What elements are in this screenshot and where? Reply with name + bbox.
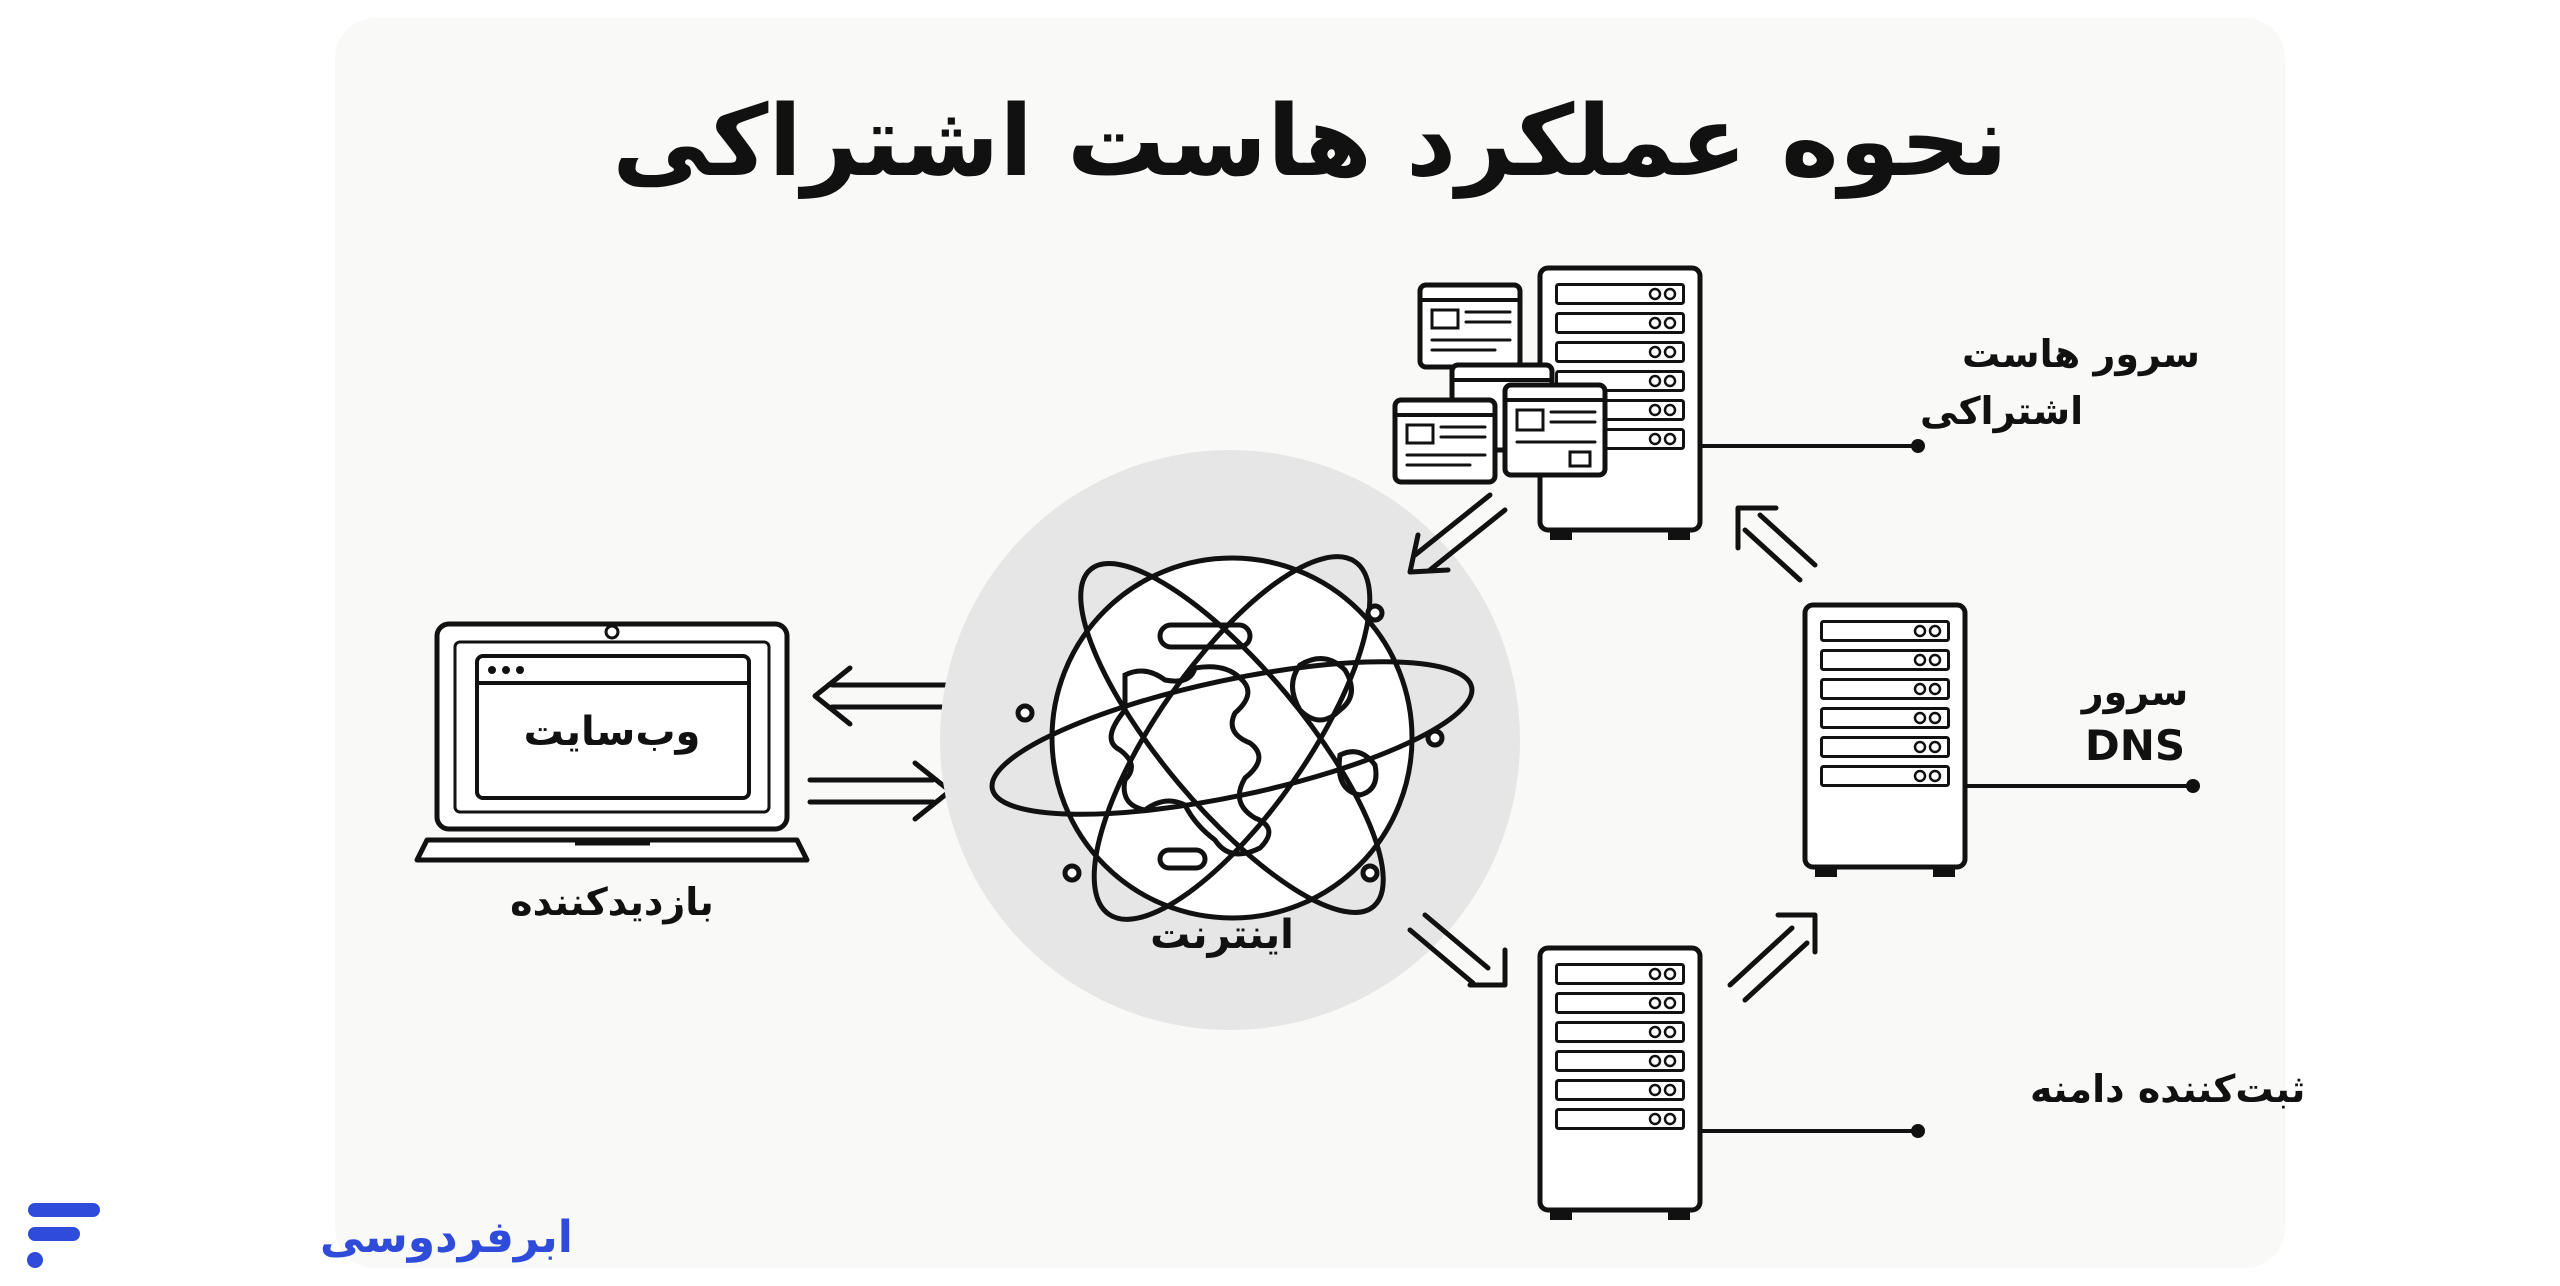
browser-dot-icon <box>488 666 496 674</box>
brand-logo: ابرفردوسی <box>27 1203 573 1268</box>
brand-name: ابرفردوسی <box>320 1212 573 1263</box>
arrow-internet-to-visitor <box>812 665 958 727</box>
registrar-connector-dot <box>1911 1124 1925 1138</box>
arrow-internet-to-registrar <box>1407 912 1508 988</box>
website-windows-stack <box>1392 282 1608 485</box>
globe-icon <box>989 554 1475 922</box>
registrar-label: ثبت‌کننده دامنه <box>2030 1067 2305 1111</box>
visitor-laptop: وب‌سایت <box>414 621 810 863</box>
arrow-server-to-internet <box>1407 492 1508 575</box>
browser-dot-icon <box>502 666 510 674</box>
internet-label: اینترنت <box>1150 912 1294 958</box>
dns-server-label-line2: DNS <box>2085 721 2185 770</box>
arrow-registrar-to-dns <box>1727 912 1818 1003</box>
visitor-label: بازدیدکننده <box>510 880 714 924</box>
shared-server-label-line2: اشتراکی <box>1920 389 2083 433</box>
dns-server-icon <box>1802 602 1968 877</box>
shared-server-connector-dot <box>1911 439 1925 453</box>
website-screen-label: وب‌سایت <box>524 709 701 755</box>
browser-window <box>475 654 751 800</box>
diagram-title: نحوه عملکرد هاست اشتراکی <box>612 85 2008 199</box>
brand-mark-icon <box>27 1203 100 1268</box>
browser-dot-icon <box>516 666 524 674</box>
domain-registrar-server-icon <box>1537 945 1703 1220</box>
shared-server-label-line1: سرور هاست <box>1962 332 2200 377</box>
dns-server-label-line1: سرور <box>2080 670 2189 715</box>
dns-server-connector-dot <box>2186 779 2200 793</box>
arrow-dns-to-server <box>1735 505 1818 583</box>
